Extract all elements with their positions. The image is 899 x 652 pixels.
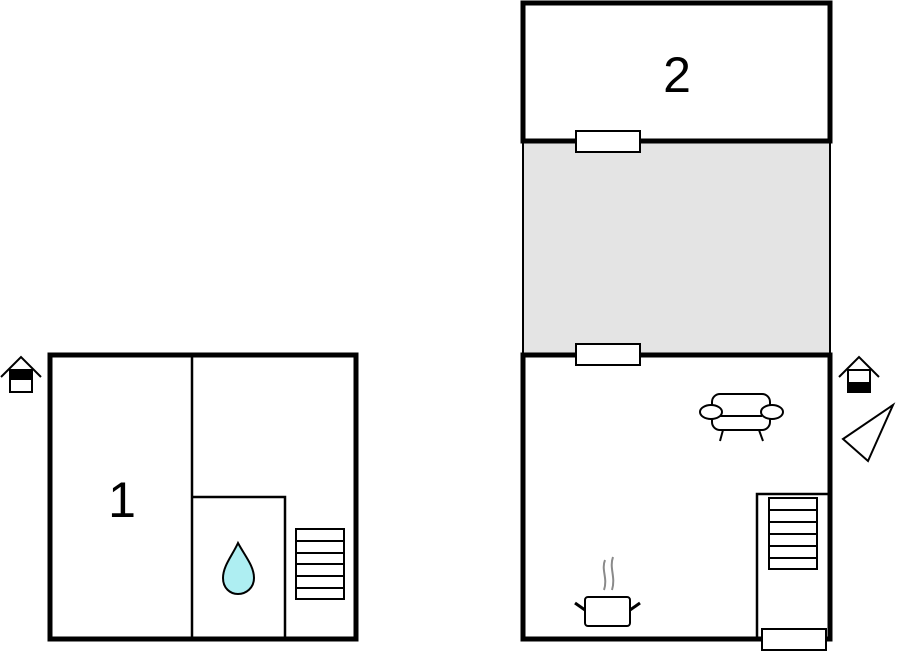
entrance-icon xyxy=(0,355,42,393)
window-icon xyxy=(761,628,827,651)
sofa-icon xyxy=(699,393,784,442)
floor-2-label: 2 xyxy=(663,47,691,103)
floor-1-label: 1 xyxy=(108,472,136,528)
terrace xyxy=(522,140,831,356)
floor-2: 2 xyxy=(520,0,896,651)
stairs-icon xyxy=(768,497,818,570)
cooking-pot-icon xyxy=(574,556,641,627)
compass-north-icon xyxy=(841,402,896,463)
window-icon xyxy=(575,343,641,366)
window-icon xyxy=(575,130,641,153)
water-drop-icon xyxy=(221,540,256,596)
bathroom-wall xyxy=(192,495,287,639)
stairs-icon xyxy=(295,528,345,600)
room-2 xyxy=(520,0,833,144)
entrance-icon xyxy=(838,355,880,393)
floor-1: 1 xyxy=(0,352,359,642)
stairwell-wall xyxy=(755,492,829,639)
